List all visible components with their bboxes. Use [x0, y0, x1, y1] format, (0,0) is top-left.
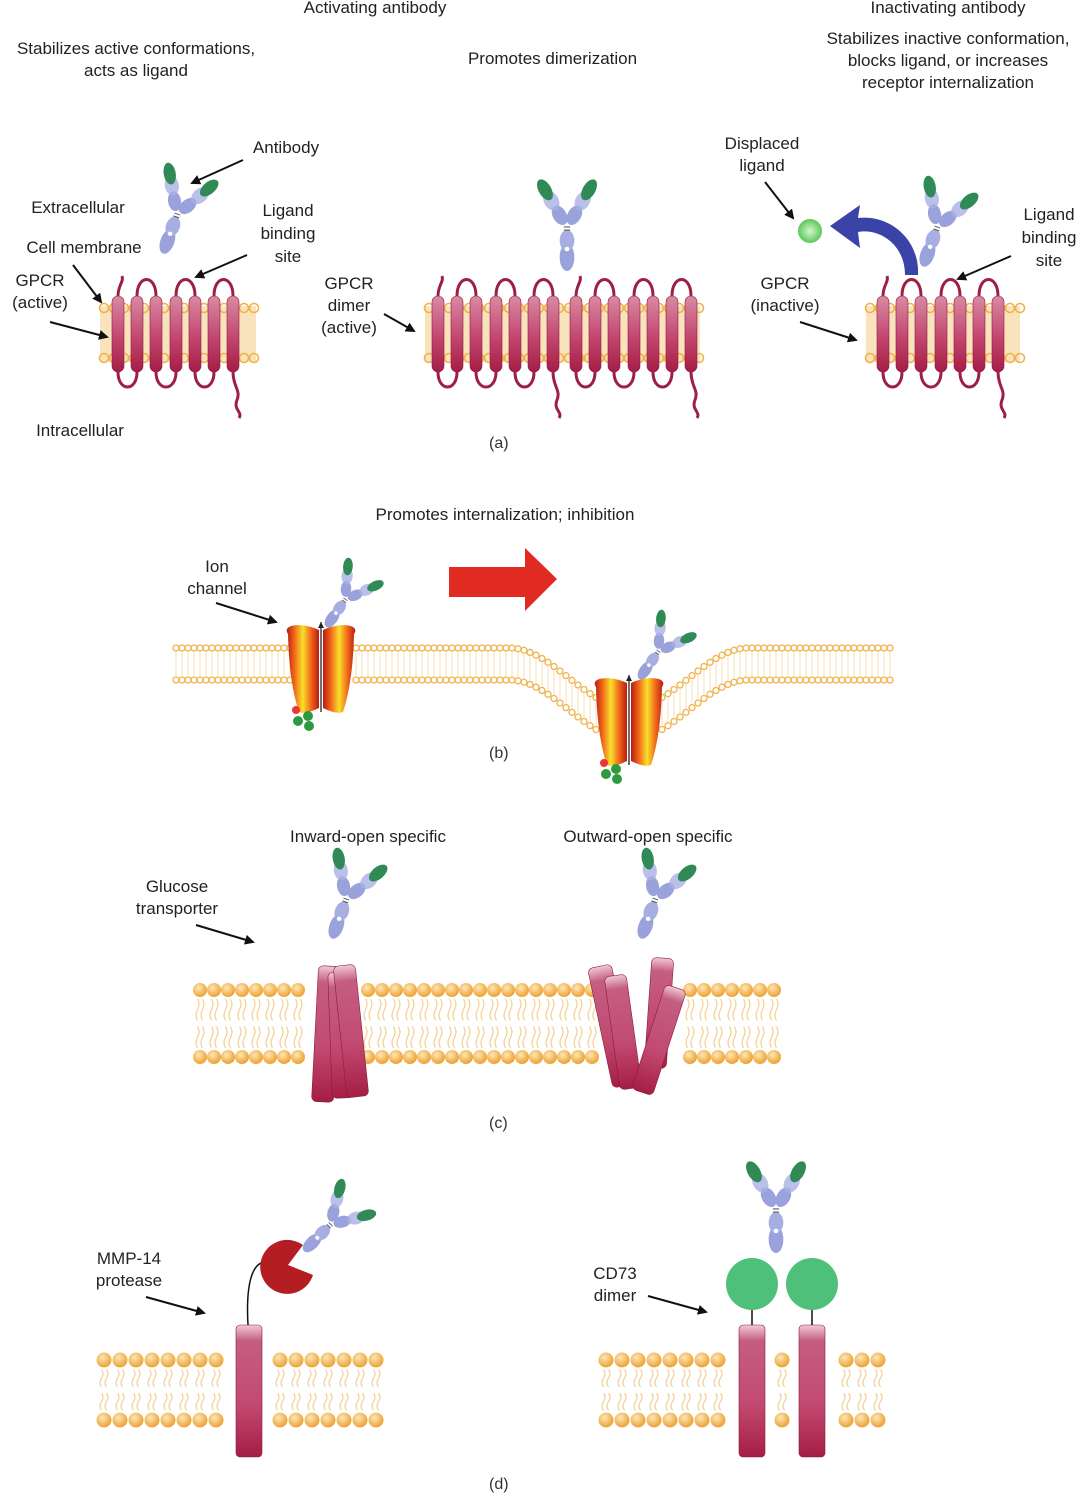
gpcr-helix	[627, 295, 641, 373]
label-extracellular: Extracellular	[31, 198, 125, 217]
gpcr-helix	[876, 295, 890, 373]
antibody-c-outward	[609, 841, 703, 951]
gpcr-inactive	[876, 275, 1007, 419]
gpcr-helix	[895, 295, 909, 373]
caption-outward-open: Outward-open specific	[563, 827, 733, 846]
lipid-head	[98, 352, 110, 364]
ion-channel-pointer	[215, 602, 278, 625]
lipid-head	[864, 302, 876, 314]
gpcr-helix	[684, 295, 698, 373]
gpcr-helix	[953, 295, 967, 373]
gpcr-helix	[607, 295, 621, 373]
gpcr-active	[111, 275, 242, 419]
cd73-transmembrane-right	[798, 1324, 826, 1458]
label-mmp14-protease: MMP-14 protease	[95, 1249, 163, 1290]
antibody-a-middle	[532, 175, 602, 272]
panel-tag-c: (c)	[489, 1115, 508, 1132]
membrane-d	[96, 1352, 886, 1428]
caption-inward-open: Inward-open specific	[290, 827, 446, 846]
gpcr-dimer-second	[569, 275, 700, 419]
label-gpcr-inactive: GPCR (inactive)	[750, 274, 820, 315]
gpcr-helix	[972, 295, 986, 373]
label-antibody: Antibody	[252, 138, 320, 157]
lipid-head	[1014, 302, 1026, 314]
lipid-head	[98, 302, 110, 314]
mmp14-pointer	[145, 1296, 206, 1316]
label-cell-membrane: Cell membrane	[26, 238, 142, 257]
panel-tag-d: (d)	[489, 1476, 509, 1493]
pointer-arrows-a	[49, 159, 1012, 343]
lipid-head	[238, 302, 250, 314]
gpcr-helix	[569, 295, 583, 373]
lipid-head	[1004, 352, 1016, 364]
label-glucose-transporter: Glucose transporter	[135, 877, 219, 918]
label-ligand-binding-site-left: Ligand binding site	[260, 201, 316, 266]
gpcr-helix	[226, 295, 240, 373]
ion-channel-internalized	[594, 675, 664, 784]
gpcr-helix	[665, 295, 679, 373]
gpcr-helix	[111, 295, 125, 373]
label-gpcr-active: GPCR (active)	[12, 271, 68, 312]
caption-stabilizes-active: Stabilizes active conformations, acts as…	[16, 39, 256, 80]
header-inactivating-antibody: Inactivating antibody	[870, 0, 1026, 17]
lipid-head	[1014, 352, 1026, 364]
lipid-head	[238, 352, 250, 364]
gpcr-helix	[149, 295, 163, 373]
label-displaced-ligand: Displaced ligand	[724, 134, 800, 175]
glucose-transporter-pointer	[195, 924, 255, 945]
lipid-head	[248, 352, 260, 364]
gpcr-helix	[646, 295, 660, 373]
curved-arrow-icon	[830, 205, 919, 275]
gpcr-helix	[431, 295, 445, 373]
gpcr-helix	[489, 295, 503, 373]
gpcr-helix	[469, 295, 483, 373]
label-ligand-binding-site-right: Ligand binding site	[1021, 205, 1077, 270]
displaced-ligand-icon	[798, 219, 822, 243]
cd73-domain-left	[726, 1258, 778, 1310]
membrane-b	[172, 644, 894, 734]
gpcr-helix	[130, 295, 144, 373]
glucose-transporter-outward	[588, 957, 686, 1095]
mmp14-transmembrane-domain	[235, 1324, 263, 1458]
caption-promotes-internalization: Promotes internalization; inhibition	[375, 505, 635, 524]
gpcr-helix	[914, 295, 928, 373]
panel-tag-b: (b)	[489, 745, 509, 762]
gpcr-helix	[527, 295, 541, 373]
cd73-domain-right	[786, 1258, 838, 1310]
lipid-head	[248, 302, 260, 314]
label-ion-channel: Ion channel	[187, 557, 247, 598]
gpcr-dimer	[431, 275, 562, 419]
label-cd73-dimer: CD73 dimer	[593, 1264, 637, 1305]
gpcr-helix	[588, 295, 602, 373]
antibody-c-inward	[300, 841, 394, 951]
gpcr-helix	[450, 295, 464, 373]
lipid-head	[1004, 302, 1016, 314]
antibody-d-mmp14	[282, 1172, 383, 1273]
mmp14-pacman-icon	[260, 1239, 313, 1294]
gpcr-helix	[188, 295, 202, 373]
gpcr-helix	[169, 295, 183, 373]
label-intracellular: Intracellular	[36, 421, 124, 440]
gpcr-helix	[508, 295, 522, 373]
gpcr-helix	[207, 295, 221, 373]
membrane-c	[193, 983, 781, 1064]
gpcr-helix	[991, 295, 1005, 373]
gpcr-helix	[546, 295, 560, 373]
ion-channel-surface	[286, 622, 356, 731]
cd73-pointer	[647, 1295, 708, 1315]
big-red-arrow-icon	[449, 548, 557, 611]
header-activating-antibody: Activating antibody	[303, 0, 447, 17]
cd73-transmembrane-left	[738, 1324, 766, 1458]
panel-tag-a: (a)	[489, 435, 509, 452]
caption-stabilizes-inactive: Stabilizes inactive conformation, blocks…	[826, 29, 1070, 92]
gpcr-helix	[934, 295, 948, 373]
lipid-head	[864, 352, 876, 364]
glucose-transporter-inward	[311, 964, 369, 1103]
antibody-d-cd73	[741, 1157, 811, 1254]
label-gpcr-dimer: GPCR dimer (active)	[321, 274, 377, 337]
caption-promotes-dimerization: Promotes dimerization	[467, 49, 638, 68]
